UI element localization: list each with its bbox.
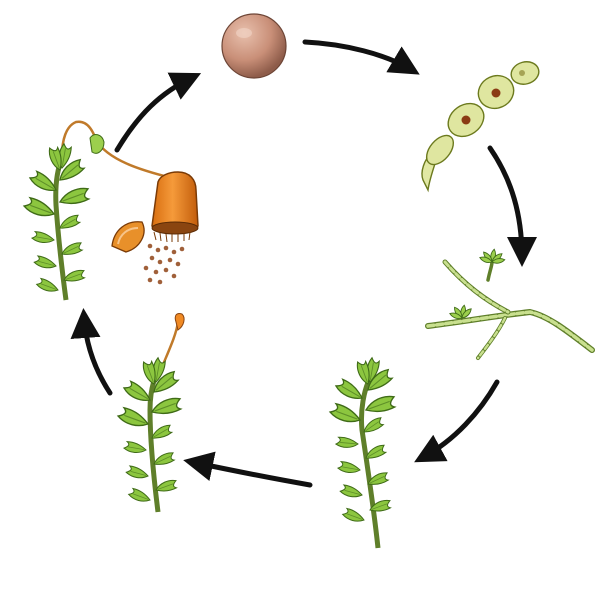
leafy-gametophyte-icon [328, 356, 399, 549]
young-sporophyte-icon [116, 313, 185, 513]
capsule-releasing-spores-icon [22, 120, 199, 301]
arrow-gametophyte-to-young-sporophyte [183, 451, 313, 488]
protonema-buds-icon [425, 248, 595, 360]
germinating-protonema-icon [421, 61, 540, 193]
cycle-arrows [70, 39, 537, 488]
spore-icon [221, 13, 287, 79]
arrow-protonema-to-buds [487, 145, 537, 267]
arrow-young-sporophyte-to-capsule [70, 308, 113, 396]
arrow-spore-to-protonema [302, 39, 420, 75]
arrow-capsule-to-spore [114, 72, 202, 153]
arrow-buds-to-gametophyte [414, 379, 500, 463]
